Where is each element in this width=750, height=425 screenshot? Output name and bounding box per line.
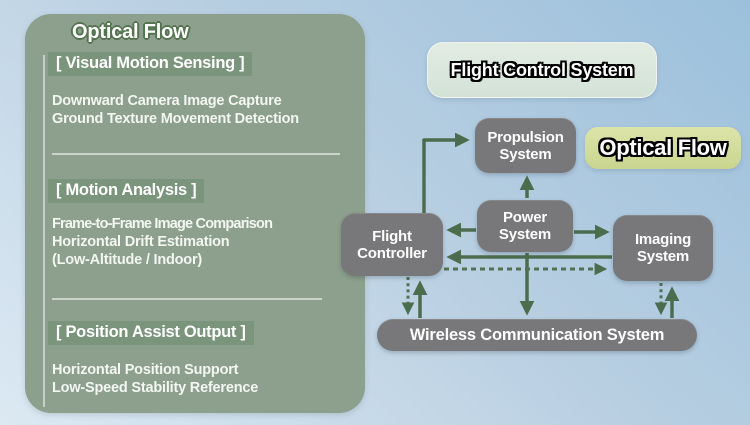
optical-flow-panel: Optical Flow [ Visual Motion Sensing ] D… [25, 14, 365, 413]
optical-flow-highlight-label: Optical Flow [599, 135, 727, 160]
flight-control-system-label: Flight Control System [450, 59, 634, 80]
section-divider [52, 153, 340, 155]
optical-flow-highlight: Optical Flow [585, 127, 741, 169]
section-header-visual-motion-sensing: [ Visual Motion Sensing ] [48, 52, 253, 76]
arrow-flightcontroller-to-propulsion [422, 132, 470, 214]
section-header-motion-analysis: [ Motion Analysis ] [48, 179, 205, 203]
node-imaging-system: Imaging System [613, 215, 713, 281]
panel-title: Optical Flow [72, 21, 189, 43]
body-line: Downward Camera Image Capture [52, 93, 282, 109]
body-line: Horizontal Position Support [52, 362, 239, 378]
body-line: (Low-Altitude / Indoor) [52, 252, 203, 268]
body-line: Ground Texture Movement Detection [52, 111, 299, 127]
section-body-visual-motion-sensing: Downward Camera Image Capture Ground Tex… [52, 92, 299, 128]
section-body-position-assist-output: Horizontal Position Support Low-Speed St… [52, 361, 258, 397]
body-line: Horizontal Drift Estimation [52, 234, 230, 250]
node-wireless-communication-system: Wireless Communication System [377, 319, 697, 351]
node-power-system: Power System [477, 200, 573, 252]
section-divider [52, 298, 322, 300]
node-propulsion-system: Propulsion System [475, 118, 576, 173]
node-flight-controller: Flight Controller [341, 213, 443, 276]
body-line: Low-Speed Stability Reference [52, 380, 259, 396]
flight-control-system-title: Flight Control System [427, 42, 657, 98]
body-line: Frame-to-Frame Image Comparison [52, 216, 273, 232]
section-header-position-assist-output: [ Position Assist Output ] [48, 321, 254, 345]
section-body-motion-analysis: Frame-to-Frame Image Comparison Horizont… [52, 215, 273, 269]
panel-accent-line [43, 55, 45, 407]
